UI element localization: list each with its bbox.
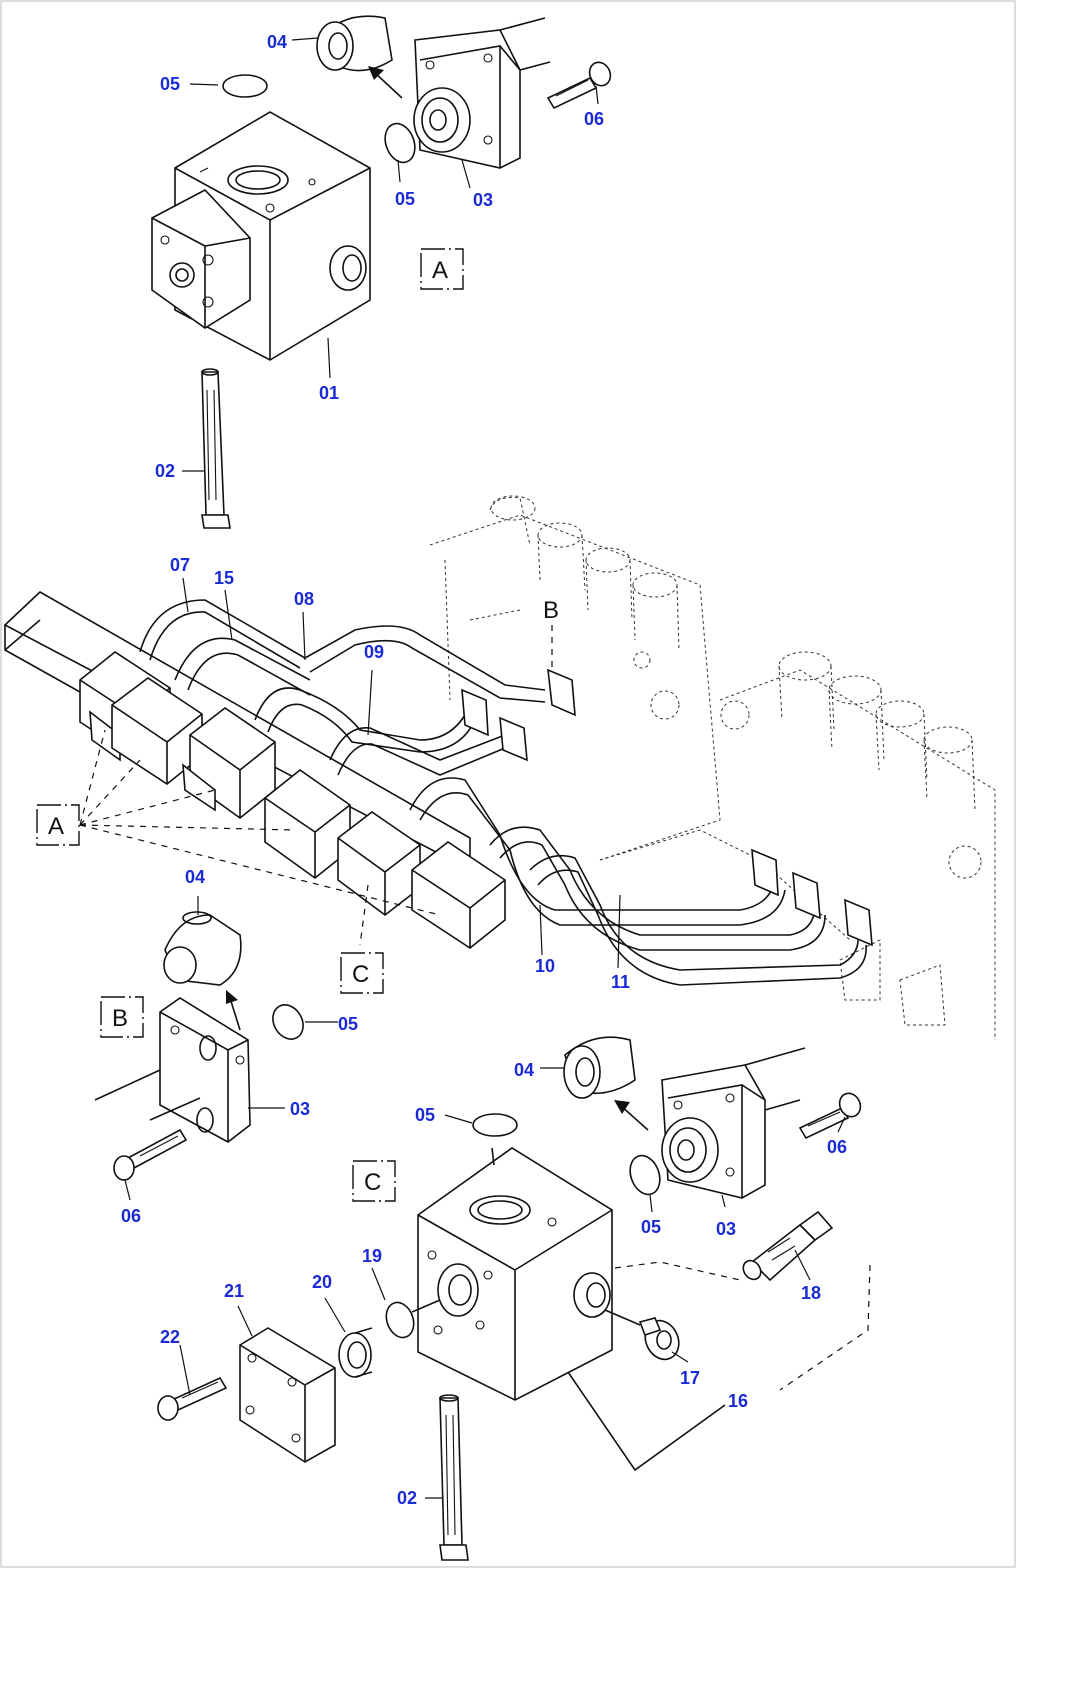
callout-03-top: 03 (473, 190, 493, 210)
zone-label-a-pointer: A (48, 813, 64, 840)
bolt-06-bottom (798, 1092, 862, 1140)
assembly-16-bracket-left (567, 1371, 726, 1472)
callout-18: 18 (801, 1283, 821, 1303)
bolt-02-bottom (439, 1394, 469, 1561)
valve-block-01 (151, 111, 371, 361)
flange-21 (239, 1327, 336, 1463)
o-ring-05-top-right (384, 122, 416, 164)
port-flange-2 (499, 716, 528, 762)
callout-22: 22 (160, 1327, 180, 1347)
o-ring-05-bottom-left (472, 1113, 518, 1137)
callout-07: 07 (170, 555, 190, 575)
port-flange-b (547, 668, 576, 717)
callout-01: 01 (319, 383, 339, 403)
callout-16: 16 (728, 1391, 748, 1411)
o-ring-05-bottom-right (629, 1154, 661, 1196)
callout-21: 21 (224, 1281, 244, 1301)
detail-b-assembly (94, 911, 304, 1181)
callout-04-bottom: 04 (514, 1060, 534, 1080)
o-ring-05-mid (272, 1004, 304, 1040)
flange-03-top (413, 17, 551, 169)
callout-03-mid: 03 (290, 1099, 310, 1119)
port-flange-5 (844, 898, 873, 947)
callout-17: 17 (680, 1368, 700, 1388)
zone-label-a-detail: A (432, 257, 448, 284)
callout-05-bottom-right: 05 (641, 1217, 661, 1237)
plug-04-top (316, 15, 393, 72)
callout-08: 08 (294, 589, 314, 609)
pipe-09 (254, 687, 506, 776)
leader-lines (124, 37, 846, 1499)
plug-04-mid (163, 911, 242, 986)
callout-06-mid: 06 (121, 1206, 141, 1226)
main-control-valve-ghost (429, 495, 996, 1040)
flange-03-mid (94, 997, 251, 1143)
o-ring-05-top-left (222, 74, 268, 98)
port-flange-3 (751, 848, 779, 897)
plug-17 (638, 1317, 680, 1361)
bolt-06-top (546, 61, 612, 110)
solenoid-valve-6 (411, 841, 506, 949)
callout-09: 09 (364, 642, 384, 662)
bolt-06-mid (113, 1128, 188, 1181)
arrow-line-mid (229, 997, 241, 1031)
bolt-22 (157, 1376, 228, 1421)
zone-a-pointer-lines (79, 729, 441, 916)
zone-label-c-detail: C (364, 1169, 381, 1196)
callout-10: 10 (535, 956, 555, 976)
valve-block-16 (417, 1147, 613, 1401)
callout-03-bottom: 03 (716, 1219, 736, 1239)
callout-02-top: 02 (155, 461, 175, 481)
exploded-parts-diagram: A A B B C C 04 05 06 05 03 01 02 07 15 0… (0, 0, 1016, 1568)
zone-label-b-pointer: B (543, 597, 559, 624)
zone-label-c-pointer: C (352, 961, 369, 988)
callout-05-bottom-left: 05 (415, 1105, 435, 1125)
o-ring-19-guide (411, 1299, 441, 1313)
o-ring-19 (385, 1301, 415, 1339)
callout-20: 20 (312, 1272, 332, 1292)
callout-05-top-left: 05 (160, 74, 180, 94)
control-valve-bank (3, 495, 996, 1040)
plug-17-guide (604, 1309, 641, 1326)
callout-04-mid: 04 (185, 867, 205, 887)
pipe-10 (409, 777, 786, 926)
diagram-canvas: A A B B C C 04 05 06 05 03 01 02 07 15 0… (0, 0, 1016, 1568)
callout-11: 11 (611, 972, 630, 992)
bolt-02-top (201, 368, 231, 529)
arrow-head-bottom (614, 1100, 630, 1114)
port-flange-1 (461, 688, 489, 737)
assembly-16-bracket-right (779, 1264, 871, 1391)
callout-04-top: 04 (267, 32, 287, 52)
zone-c-pointer-line (359, 884, 369, 946)
callout-05-mid: 05 (338, 1014, 358, 1034)
pipe-07 (139, 599, 306, 669)
flange-03-bottom (661, 1047, 806, 1199)
pipe-15 (174, 637, 311, 696)
port-flange-4 (792, 871, 821, 920)
plug-04-bottom (563, 1036, 636, 1099)
arrow-line-top (373, 71, 403, 99)
detail-a-assembly (151, 15, 612, 529)
callout-06-bottom: 06 (827, 1137, 847, 1157)
detail-c-assembly (157, 1036, 871, 1561)
sensor-18 (614, 1210, 834, 1282)
arrow-head-top (368, 66, 384, 80)
zone-boxes (36, 248, 464, 1202)
callout-15: 15 (214, 568, 234, 588)
ring-guide-line (491, 1147, 495, 1166)
callout-19: 19 (362, 1246, 382, 1266)
pipe-08 (304, 625, 546, 703)
callout-02-bottom: 02 (397, 1488, 417, 1508)
callout-06-top: 06 (584, 109, 604, 129)
plug-20 (338, 1327, 373, 1378)
callout-05-top-right: 05 (395, 189, 415, 209)
page-frame (0, 0, 1016, 1568)
pipe-11 (489, 826, 867, 986)
arrow-head-mid (226, 990, 238, 1004)
zone-label-b-detail: B (112, 1005, 128, 1032)
solenoid-valve-3 (182, 707, 276, 820)
callout-numbers: 04 05 06 05 03 01 02 07 15 08 09 04 10 1… (121, 32, 847, 1508)
